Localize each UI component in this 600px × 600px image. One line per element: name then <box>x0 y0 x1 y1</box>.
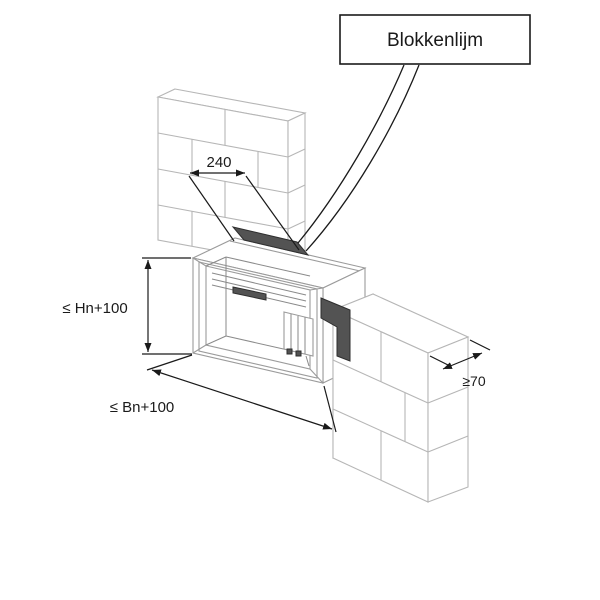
recess-edge <box>225 256 311 277</box>
pier-joint <box>157 204 289 230</box>
pier-joint <box>287 184 306 194</box>
extension-line <box>469 339 491 351</box>
pier-joint <box>287 220 306 230</box>
leader-line <box>297 64 405 244</box>
pier-joint <box>157 168 289 194</box>
dim-opening-width-label: ≤ Bn+100 <box>110 399 175 416</box>
recess-edge <box>205 335 227 346</box>
pier-joint <box>287 148 306 158</box>
motor-unit <box>283 311 314 367</box>
unit-top-flange <box>229 240 361 272</box>
slat-line <box>211 278 307 302</box>
callout: Blokkenlijm <box>297 14 531 252</box>
motor-cable <box>305 355 310 367</box>
wall-side-face <box>427 336 469 503</box>
wall-joint <box>427 435 469 453</box>
dimension-wall-thickness: ≥70 <box>429 339 491 389</box>
dimension-line <box>151 369 333 430</box>
extension-line <box>245 175 300 251</box>
masonry-pier <box>156 88 307 265</box>
dimension-opening-height: ≤ Hn+100 <box>62 257 192 355</box>
adhesive-layer-top <box>231 226 310 256</box>
leader-line <box>305 64 420 252</box>
callout-label: Blokkenlijm <box>387 30 483 51</box>
extension-line <box>146 354 193 371</box>
masonry-wall-right <box>331 293 470 503</box>
slat-line <box>211 272 307 296</box>
unit-corner-line <box>309 287 324 291</box>
extension-line <box>188 175 235 242</box>
motor-connector <box>295 350 302 357</box>
dimension-line <box>442 352 483 370</box>
dim-opening-height-label: ≤ Hn+100 <box>62 300 127 317</box>
dimension-opening-width: ≤ Bn+100 <box>110 354 337 433</box>
wall-joint <box>427 386 469 404</box>
adhesive-layer-side <box>320 297 351 362</box>
dimension-block-depth: 240 <box>188 154 300 251</box>
callout-box <box>339 14 531 65</box>
pier-joint <box>157 132 289 158</box>
unit-corner-line <box>192 344 207 354</box>
slot-plate <box>232 286 267 301</box>
recess-edge <box>205 256 227 267</box>
motor-connector <box>286 348 293 355</box>
wall-joint <box>332 408 429 453</box>
dim-wall-thickness-label: ≥70 <box>462 373 485 389</box>
dim-block-depth-label: 240 <box>206 154 231 171</box>
unit-corner-line <box>192 257 207 267</box>
